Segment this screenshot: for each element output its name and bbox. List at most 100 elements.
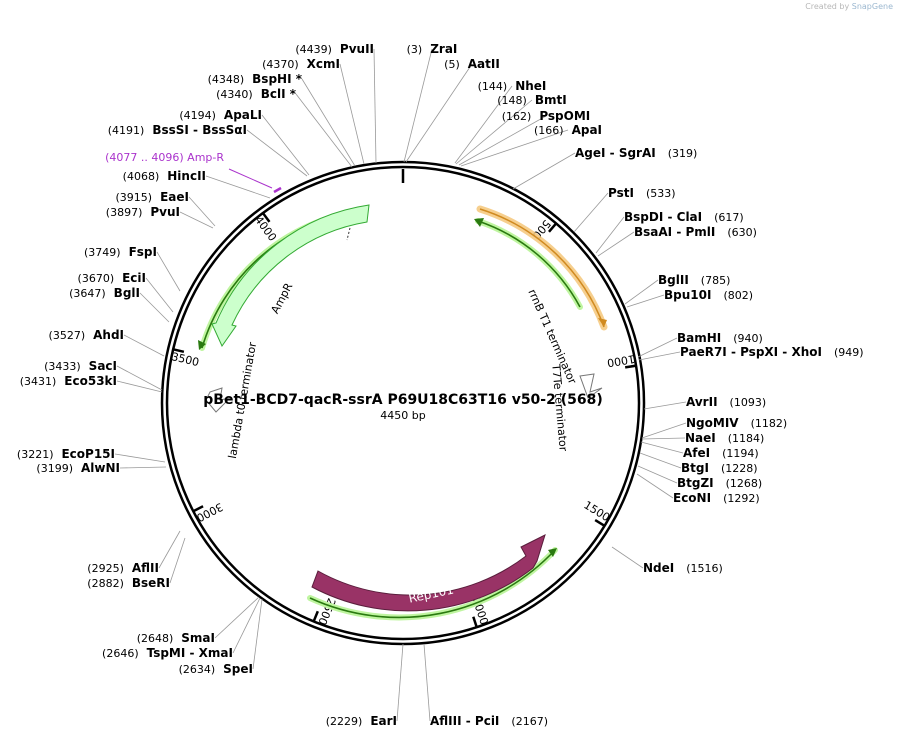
- restriction-site-label[interactable]: (144)NheI: [478, 79, 547, 93]
- site-position: (2229): [326, 715, 363, 728]
- restriction-site-label[interactable]: (4191)BssSI - BssSαI: [108, 123, 247, 137]
- site-position: (3): [407, 43, 423, 56]
- restriction-site-label[interactable]: BtgI(1228): [681, 461, 758, 475]
- restriction-site-label[interactable]: BglII(785): [658, 273, 730, 287]
- site-name: Eco53kI: [64, 374, 117, 388]
- site-position: (5): [444, 58, 460, 71]
- rrnb-t1-terminator-arrowhead: [598, 318, 607, 327]
- site-position: (4348): [208, 73, 245, 86]
- site-name: ApaLI: [224, 108, 262, 122]
- restriction-site-label[interactable]: Bpu10I(802): [664, 288, 753, 302]
- restriction-site-label[interactable]: (4340)BclI *: [216, 87, 297, 101]
- restriction-site-label[interactable]: (148)BmtI: [497, 93, 566, 107]
- snapgene-watermark: Created by SnapGene: [805, 2, 893, 11]
- restriction-site-label[interactable]: (3431) Eco53kI: [20, 374, 117, 388]
- restriction-site-label[interactable]: (2646)TspMI - XmaI: [102, 646, 233, 660]
- restriction-site-label[interactable]: (3915)EaeI: [116, 190, 189, 204]
- site-leader: [460, 129, 569, 167]
- restriction-site-label[interactable]: BamHI(940): [677, 331, 763, 345]
- restriction-site-label[interactable]: (3647)BglI: [69, 286, 140, 300]
- rep101-rail: [309, 549, 556, 619]
- restriction-site-label[interactable]: NaeI(1184): [685, 431, 764, 445]
- site-leader: [145, 277, 174, 313]
- restriction-site-label[interactable]: BtgZI(1268): [677, 476, 762, 490]
- ampr-feature[interactable]: [211, 204, 370, 348]
- site-leader: [636, 473, 674, 499]
- site-name: AlwNI: [81, 461, 120, 475]
- restriction-site-label[interactable]: (2634)SpeI: [179, 662, 253, 676]
- site-position: (2167): [511, 715, 548, 728]
- site-leader: [252, 598, 263, 670]
- site-position: (3433): [44, 360, 81, 373]
- restriction-site-label[interactable]: AflIII - PciI (2167): [430, 714, 548, 728]
- restriction-site-label[interactable]: NgoMIV(1182): [686, 416, 787, 430]
- site-position: (4340): [216, 88, 253, 101]
- site-position: (148): [497, 94, 527, 107]
- site-name: BssSI - BssSαI: [152, 123, 247, 137]
- site-leader: [169, 537, 186, 584]
- restriction-site-label[interactable]: (2925)AflII: [87, 561, 159, 575]
- restriction-site-label[interactable]: EcoNI(1292): [673, 491, 760, 505]
- restriction-site-label[interactable]: (3897)PvuI: [106, 205, 180, 219]
- site-leader: [139, 292, 170, 323]
- site-leader: [626, 294, 665, 308]
- site-name: AgeI - SgrAI: [575, 146, 656, 160]
- site-position: (1184): [728, 432, 765, 445]
- restriction-site-label[interactable]: (3221)EcoP15I: [17, 447, 115, 461]
- ampr-text: AmpR: [268, 280, 295, 315]
- t7te-terminator-rail: [477, 220, 581, 308]
- site-leader: [179, 211, 214, 229]
- site-leader: [512, 152, 576, 190]
- site-position: (144): [478, 80, 508, 93]
- restriction-site-label[interactable]: NdeI(1516): [643, 561, 723, 575]
- restriction-site-label[interactable]: (2882)BseRI: [87, 576, 170, 590]
- restriction-site-label[interactable]: (4068)HincII: [123, 169, 206, 183]
- restriction-site-label[interactable]: (3199)AlwNI: [36, 461, 120, 475]
- site-position: (3897): [106, 206, 143, 219]
- restriction-site-label[interactable]: (4194)ApaLI: [179, 108, 262, 122]
- restriction-site-label[interactable]: (162)PspOMI: [502, 109, 591, 123]
- restriction-site-label[interactable]: BspDI - ClaI(617): [624, 210, 744, 224]
- restriction-site-label[interactable]: (3)ZraI: [407, 42, 458, 56]
- restriction-site-label[interactable]: BsaAI - PmlI(630): [634, 225, 757, 239]
- site-leader: [188, 196, 216, 227]
- restriction-site-label[interactable]: (166)ApaI: [534, 123, 602, 137]
- restriction-site-label[interactable]: (2648)SmaI: [137, 631, 215, 645]
- restriction-site-label[interactable]: (4348)BspHI *: [208, 72, 303, 86]
- site-position: (1194): [722, 447, 759, 460]
- site-name: FspI: [129, 245, 157, 259]
- restriction-site-label[interactable]: (3527)AhdI: [49, 328, 124, 342]
- restriction-site-label[interactable]: AvrII(1093): [686, 395, 766, 409]
- restriction-site-label[interactable]: PaeR7I - PspXI - XhoI(949): [680, 345, 864, 359]
- site-position: (3647): [69, 287, 106, 300]
- site-name: AflIII - PciI: [430, 714, 499, 728]
- restriction-site-label[interactable]: (4439)PvuII: [295, 42, 374, 56]
- restriction-site-label[interactable]: (3670)EciI: [78, 271, 146, 285]
- restriction-site-label[interactable]: AfeI(1194): [683, 446, 759, 460]
- site-leader: [123, 334, 165, 357]
- site-leader: [639, 452, 682, 469]
- site-position: (949): [834, 346, 864, 359]
- site-leader: [214, 596, 260, 639]
- rep101-feature[interactable]: [311, 534, 546, 612]
- restriction-site-label[interactable]: AgeI - SgrAI(319): [575, 146, 697, 160]
- site-position: (940): [733, 332, 763, 345]
- restriction-site-label[interactable]: (5)AatII: [444, 57, 500, 71]
- restriction-site-label[interactable]: PstI(533): [608, 186, 676, 200]
- site-name: TspMI - XmaI: [147, 646, 233, 660]
- site-leader: [641, 437, 686, 440]
- restriction-site-label[interactable]: (4370)XcmI: [262, 57, 340, 71]
- site-leader: [611, 546, 644, 569]
- plasmid-title: pBet1-BCD7-qacR-ssrA P69U18C63T16 v50-2 …: [203, 392, 603, 408]
- restriction-site-label[interactable]: (3433)SacI: [44, 359, 117, 373]
- restriction-site-label[interactable]: (3749)FspI: [84, 245, 157, 259]
- site-position: (533): [646, 187, 676, 200]
- site-position: (3431): [20, 375, 57, 388]
- restriction-site-label[interactable]: (2229)EarI: [326, 714, 397, 728]
- site-position: (785): [701, 274, 731, 287]
- site-leader: [405, 63, 473, 163]
- site-leader: [638, 351, 681, 361]
- site-position: (1182): [751, 417, 788, 430]
- site-position: (166): [534, 124, 564, 137]
